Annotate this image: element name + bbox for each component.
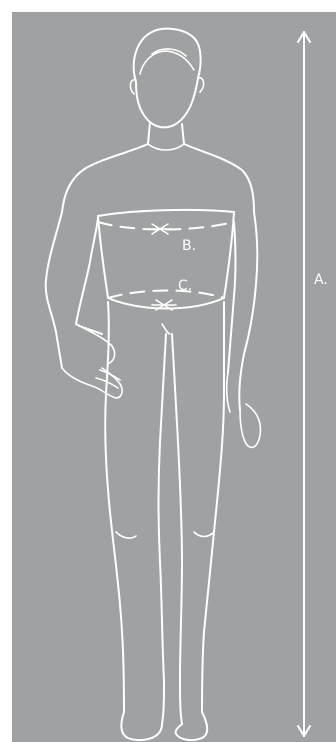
height-label: A. [314,272,328,288]
waist-label: C. [178,278,192,294]
body-measurement-diagram: B. C. A. [12,12,336,742]
chest-label: B. [182,238,196,254]
